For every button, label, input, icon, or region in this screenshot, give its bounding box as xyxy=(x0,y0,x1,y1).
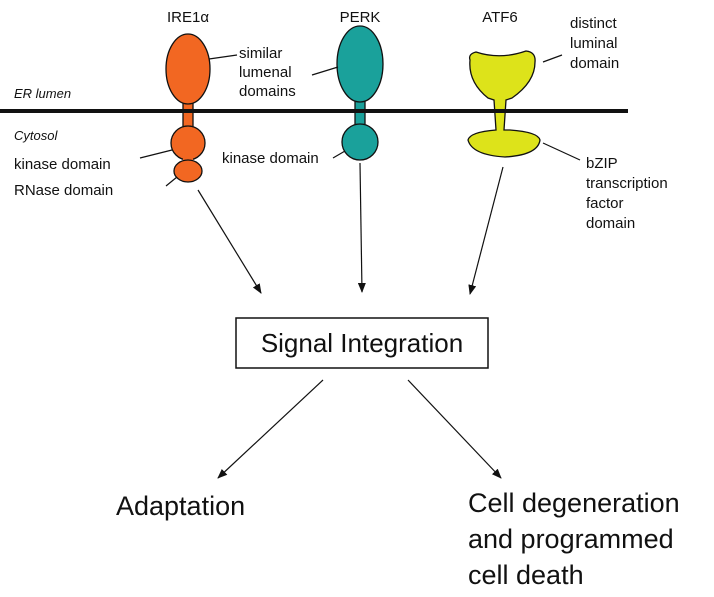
distinct-line-3: domain xyxy=(570,55,619,72)
ire1-kinase-label: kinase domain xyxy=(14,156,111,173)
adaptation-arrow xyxy=(217,379,324,479)
perk-kinase-label: kinase domain xyxy=(222,150,319,167)
ire1-kinase-domain xyxy=(170,125,206,161)
bzip-leader xyxy=(542,142,581,161)
signal-integration-label: Signal Integration xyxy=(261,328,463,358)
perk-receptor xyxy=(336,25,384,161)
atf6-label: ATF6 xyxy=(482,9,518,26)
ire1-rnase-domain xyxy=(173,159,203,183)
bzip-line-4: domain xyxy=(586,215,635,232)
ire1-kinase-leader xyxy=(139,149,173,159)
similar-line-1: similar xyxy=(239,45,282,62)
ire1-rnase-label: RNase domain xyxy=(14,182,113,199)
atf6-luminal-domain xyxy=(467,50,541,158)
perk-lumenal-domain xyxy=(336,25,384,103)
bzip-line-3: factor xyxy=(586,195,624,212)
atf6-receptor xyxy=(467,50,541,158)
perk-arrow xyxy=(357,162,366,293)
signal-integration-box xyxy=(235,317,489,369)
ire1-label: IRE1α xyxy=(167,9,209,26)
er-lumen-label: ER lumen xyxy=(14,86,71,101)
degeneration-line-3: cell death xyxy=(468,560,584,590)
similar-leader-1 xyxy=(208,54,238,60)
similar-domains-label: similar lumenal domains xyxy=(239,45,296,100)
ire1-lumenal-domain xyxy=(165,33,211,105)
ire1-receptor xyxy=(165,33,211,183)
similar-line-3: domains xyxy=(239,83,296,100)
similar-line-2: lumenal xyxy=(239,64,292,81)
degeneration-line-2: and programmed xyxy=(468,524,674,554)
distinct-line-2: luminal xyxy=(570,35,618,52)
bzip-line-1: bZIP xyxy=(586,155,618,172)
distinct-line-1: distinct xyxy=(570,15,618,32)
adaptation-label: Adaptation xyxy=(116,491,245,521)
ire1-arrow xyxy=(197,189,262,294)
distinct-leader xyxy=(542,54,563,63)
ire1-rnase-leader xyxy=(165,176,178,187)
perk-kinase-leader xyxy=(332,150,346,159)
bzip-label: bZIP transcription factor domain xyxy=(586,155,672,232)
bzip-line-2: transcription xyxy=(586,175,668,192)
cytosol-label: Cytosol xyxy=(14,128,58,143)
distinct-domain-label: distinct luminal domain xyxy=(570,15,622,72)
perk-label: PERK xyxy=(340,9,381,26)
similar-leader-2 xyxy=(311,66,339,76)
degeneration-arrow xyxy=(407,379,502,479)
atf6-arrow xyxy=(468,166,504,295)
degeneration-label: Cell degeneration and programmed cell de… xyxy=(468,488,687,590)
perk-kinase-domain xyxy=(341,123,379,161)
degeneration-line-1: Cell degeneration xyxy=(468,488,680,518)
